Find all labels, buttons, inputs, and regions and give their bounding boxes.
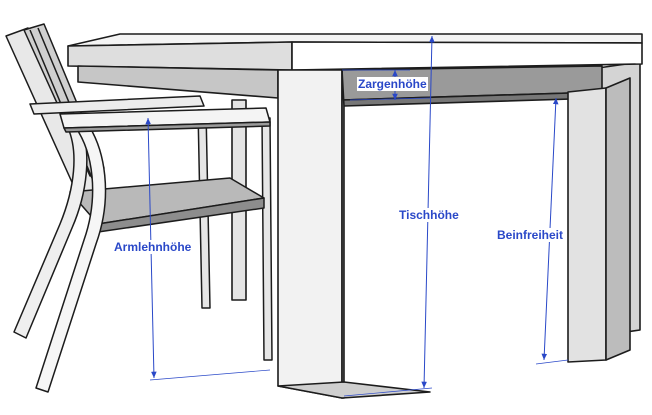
beinfreiheit-extension-bottom <box>535 359 569 365</box>
table-leg-foot <box>277 381 431 399</box>
armlehnhoehe-extension-bottom <box>149 369 271 381</box>
tabletop-right-edge <box>291 41 643 71</box>
table-leg-front-right-side <box>605 77 631 361</box>
chair-armrest-far <box>29 95 205 115</box>
chair-leg-back-left <box>261 117 273 361</box>
chair-armrest-near-underside <box>63 121 271 133</box>
chair-leg-front-near <box>35 115 107 393</box>
apron-left <box>77 65 279 99</box>
armlehnhoehe-label: Armlehnhöhe <box>113 240 193 254</box>
zargenhoehe-label: Zargenhöhe <box>357 77 428 91</box>
tischhoehe-extension-bottom <box>343 387 433 397</box>
table-leg-front-corner-side <box>341 69 345 399</box>
beinfreiheit-label: Beinfreiheit <box>496 228 565 242</box>
table-leg-front-right <box>567 87 607 363</box>
table-leg-front-corner <box>277 69 343 399</box>
zargenhoehe-extension-bottom <box>349 97 431 101</box>
table <box>67 33 643 399</box>
chair <box>5 23 273 393</box>
tischhoehe-label: Tischhöhe <box>398 208 460 222</box>
